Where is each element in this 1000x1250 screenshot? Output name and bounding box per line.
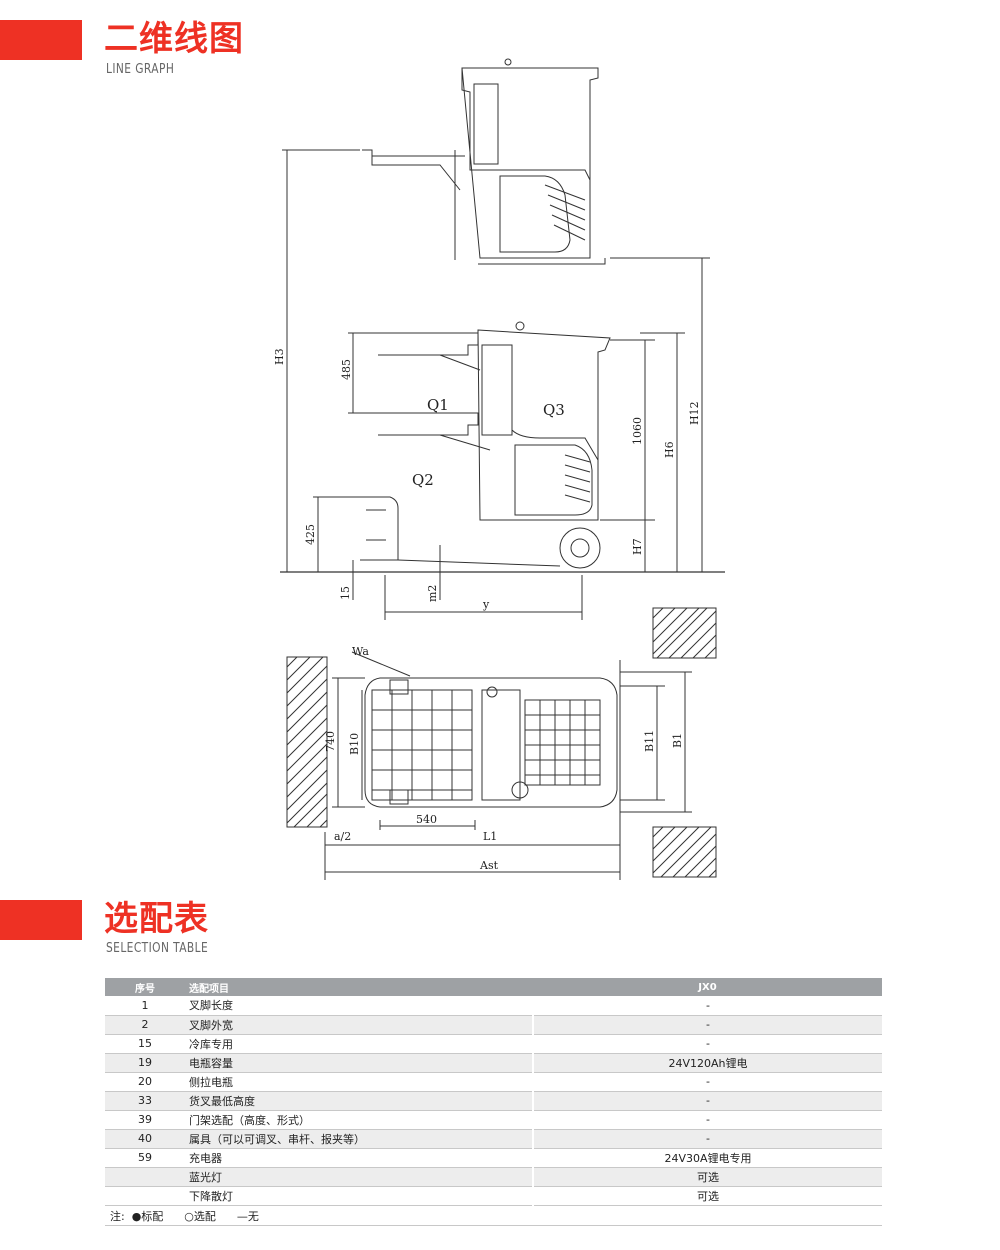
truck-plan-view xyxy=(324,651,692,880)
cell-no: 15 xyxy=(105,1034,185,1054)
cell-no: 33 xyxy=(105,1091,185,1111)
label-a2: a/2 xyxy=(334,830,351,843)
cell-no: 59 xyxy=(105,1148,185,1168)
cell-value: - xyxy=(533,1110,882,1130)
hatched-wall-left xyxy=(286,656,328,828)
section-marker-line-graph xyxy=(0,20,82,60)
label-1060: 1060 xyxy=(631,417,644,445)
label-L1: L1 xyxy=(483,830,497,843)
truck-raised-view xyxy=(362,58,606,265)
cell-item: 叉脚外宽 xyxy=(185,1015,534,1035)
cell-item: 侧拉电瓶 xyxy=(185,1072,534,1092)
cell-item: 货叉最低高度 xyxy=(185,1091,534,1111)
section-subtitle-line-graph: LINE GRAPH xyxy=(106,62,175,77)
cell-item: 下降散灯 xyxy=(185,1186,534,1206)
section-subtitle-selection: SELECTION TABLE xyxy=(106,941,209,956)
cell-no: 20 xyxy=(105,1072,185,1092)
label-Ast: Ast xyxy=(479,859,499,872)
label-Q3: Q3 xyxy=(543,401,565,419)
label-y: y xyxy=(482,598,490,611)
header-item: 选配项目 xyxy=(185,978,533,996)
cell-item: 充电器 xyxy=(185,1148,534,1168)
cell-no xyxy=(105,1167,185,1187)
cell-no: 39 xyxy=(105,1110,185,1130)
section-title-line-graph: 二维线图 xyxy=(104,19,244,59)
cell-value: 可选 xyxy=(533,1167,882,1187)
header-model: JX0 xyxy=(533,978,882,996)
label-740: 740 xyxy=(324,731,337,752)
cell-value: - xyxy=(533,1129,882,1149)
cell-value: - xyxy=(533,1015,882,1035)
label-H3: H3 xyxy=(273,348,286,365)
label-425: 425 xyxy=(304,524,317,545)
header-no: 序号 xyxy=(105,978,185,996)
technical-drawing: H3 485 Q1 Q3 Q2 1060 H6 H12 425 H7 15 m2… xyxy=(273,58,725,880)
cell-value: - xyxy=(533,1072,882,1092)
cell-value: - xyxy=(533,1034,882,1054)
cell-no: 19 xyxy=(105,1053,185,1073)
hatched-wall-bottom-right xyxy=(652,826,717,878)
cell-no: 1 xyxy=(105,996,185,1016)
cell-value: - xyxy=(533,996,882,1016)
cell-item: 蓝光灯 xyxy=(185,1167,534,1187)
label-H6: H6 xyxy=(663,441,676,458)
cell-no xyxy=(105,1186,185,1206)
label-H7: H7 xyxy=(631,538,644,555)
cell-value: - xyxy=(533,1091,882,1111)
label-B10: B10 xyxy=(348,733,361,755)
truck-side-view xyxy=(280,149,725,620)
table-row: 蓝光灯可选 xyxy=(105,1167,882,1187)
label-H12: H12 xyxy=(688,401,701,425)
legend-note: 注: ●标配 ○选配 —无 xyxy=(105,1207,882,1226)
cell-no: 40 xyxy=(105,1129,185,1149)
section-marker-selection xyxy=(0,900,82,940)
cell-value: 24V30A锂电专用 xyxy=(533,1148,882,1168)
label-B1: B1 xyxy=(671,733,684,748)
cell-no: 2 xyxy=(105,1015,185,1035)
label-Q1: Q1 xyxy=(427,396,449,414)
cell-item: 冷库专用 xyxy=(185,1034,534,1054)
cell-value: 24V120Ah锂电 xyxy=(533,1053,882,1073)
label-540: 540 xyxy=(416,813,437,826)
cell-item: 叉脚长度 xyxy=(185,996,534,1016)
label-Q2: Q2 xyxy=(412,471,434,489)
hatched-wall-top-right xyxy=(652,607,717,659)
cell-item: 电瓶容量 xyxy=(185,1053,534,1073)
cell-item: 门架选配（高度、形式） xyxy=(185,1110,534,1130)
cell-value: 可选 xyxy=(533,1186,882,1206)
table-header-row: 序号 选配项目 JX0 xyxy=(105,978,882,996)
cell-item: 属具（可以可调叉、串杆、报夹等） xyxy=(185,1129,534,1149)
section-title-selection: 选配表 xyxy=(104,899,209,939)
label-Wa: Wa xyxy=(352,645,369,658)
label-m2: m2 xyxy=(426,585,439,602)
table-row: 下降散灯可选 xyxy=(105,1186,882,1206)
label-15: 15 xyxy=(339,586,352,600)
label-B11: B11 xyxy=(643,730,656,752)
label-485: 485 xyxy=(340,359,353,380)
